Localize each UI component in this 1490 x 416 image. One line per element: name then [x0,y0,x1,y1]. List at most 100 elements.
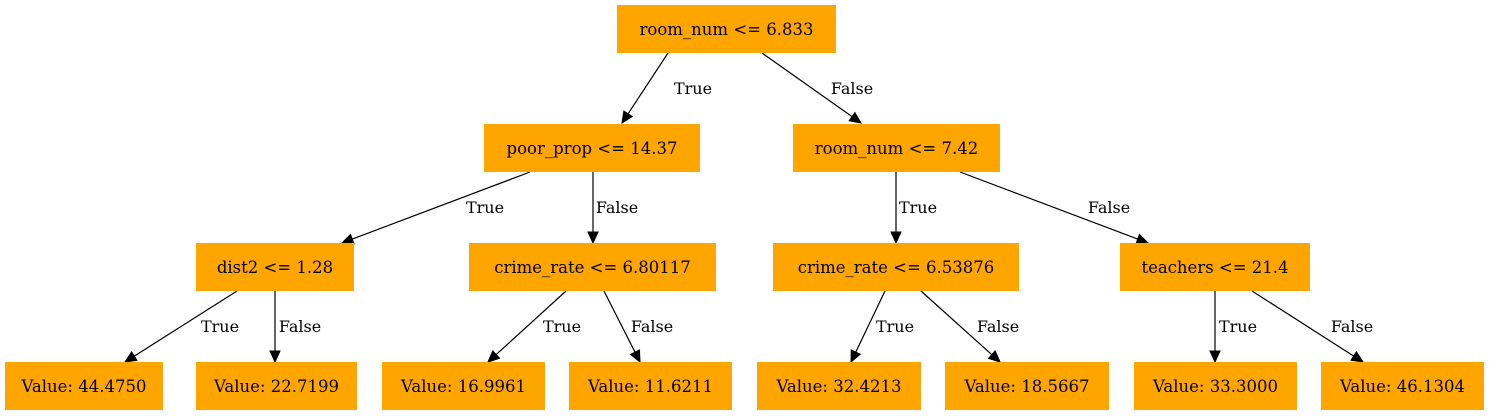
node-box [5,362,163,410]
node-label: Value: 44.4750 [21,377,147,396]
split-node: crime_rate <= 6.80117 [469,243,716,291]
edge-label: False [631,317,673,336]
edge-line [627,52,669,115]
edge-true: True [1209,291,1257,364]
node-label: Value: 32.4213 [776,377,902,396]
arrowhead-icon [987,350,1001,363]
edge-line [603,290,636,353]
leaf-node: Value: 18.5667 [945,362,1109,410]
arrowhead-icon [1350,350,1365,363]
split-node: room_num <= 7.42 [793,124,1000,172]
arrowhead-icon [1209,350,1221,364]
edge-label: False [596,198,638,217]
node-label: dist2 <= 1.28 [217,258,333,277]
edge-line [495,290,567,356]
edge-label: True [466,198,504,217]
edge-line [133,290,238,357]
node-label: Value: 22.7199 [213,377,339,396]
node-label: room_num <= 6.833 [640,20,814,39]
edge-false: False [269,291,321,364]
node-box [469,243,716,291]
node-label: room_num <= 7.42 [815,139,978,158]
arrowhead-icon [621,110,634,125]
node-box [617,5,836,53]
arrowhead-icon [487,349,501,363]
arrowhead-icon [890,231,902,245]
edge-false: False [1251,290,1373,363]
edge-line [855,290,886,353]
edge-true: True [621,52,712,125]
edge-true: True [850,290,914,364]
node-label: crime_rate <= 6.80117 [494,258,691,277]
edge-line [761,52,853,118]
split-node: crime_rate <= 6.53876 [773,243,1019,291]
node-box [196,243,354,291]
edge-false: False [587,172,638,245]
node-label: teachers <= 21.4 [1141,258,1288,277]
edge-label: False [1088,198,1130,217]
leaf-node: Value: 46.1304 [1321,362,1484,410]
edge-false: False [761,52,873,124]
node-label: Value: 16.9961 [400,377,526,396]
node-label: Value: 33.3000 [1152,377,1278,396]
leaf-node: Value: 16.9961 [382,362,545,410]
edge-true: True [340,171,531,245]
edge-true: True [487,290,581,363]
node-box [569,362,732,410]
edge-line [920,290,993,356]
node-box [196,362,357,410]
arrowhead-icon [269,350,281,364]
edge-label: True [899,198,937,217]
edge-true: True [890,172,937,245]
node-label: Value: 11.6211 [587,377,713,396]
split-node: dist2 <= 1.28 [196,243,354,291]
edge-true: True [123,290,239,363]
arrowhead-icon [587,231,599,245]
edge-false: False [920,290,1019,363]
nodes-layer: room_num <= 6.833 poor_prop <= 14.37 room_… [5,5,1484,410]
arrowhead-icon [1135,233,1150,245]
edge-label: True [543,317,581,336]
leaf-node: Value: 11.6211 [569,362,732,410]
leaf-node: Value: 22.7199 [196,362,357,410]
edge-label: True [674,79,712,98]
node-label: Value: 18.5667 [964,377,1090,396]
edge-false: False [959,171,1150,245]
node-box [793,124,1000,172]
arrowhead-icon [848,111,862,124]
arrowhead-icon [123,350,138,363]
edge-label: True [201,317,239,336]
edge-label: False [831,79,873,98]
arrowhead-icon [850,349,862,364]
node-box [484,124,700,172]
edge-label: False [1331,317,1373,336]
edge-label: False [977,317,1019,336]
arrowhead-icon [629,349,641,364]
node-box [382,362,545,410]
leaf-node: Value: 32.4213 [757,362,921,410]
edge-label: True [1219,317,1257,336]
node-box [1134,362,1297,410]
edge-line [959,171,1138,240]
edge-line [1251,290,1355,357]
node-label: crime_rate <= 6.53876 [798,258,995,277]
node-label: Value: 46.1304 [1339,377,1465,396]
node-label: poor_prop <= 14.37 [507,139,678,158]
split-node: poor_prop <= 14.37 [484,124,700,172]
node-box [1120,243,1310,291]
node-box [773,243,1019,291]
leaf-node: Value: 33.3000 [1134,362,1297,410]
edge-label: True [876,317,914,336]
edge-line [352,171,531,240]
leaf-node: Value: 44.4750 [5,362,163,410]
arrowhead-icon [340,233,355,245]
edge-label: False [279,317,321,336]
node-box [1321,362,1484,410]
node-box [945,362,1109,410]
edge-false: False [603,290,673,364]
node-box [757,362,921,410]
split-node: teachers <= 21.4 [1120,243,1310,291]
split-node: room_num <= 6.833 [617,5,836,53]
